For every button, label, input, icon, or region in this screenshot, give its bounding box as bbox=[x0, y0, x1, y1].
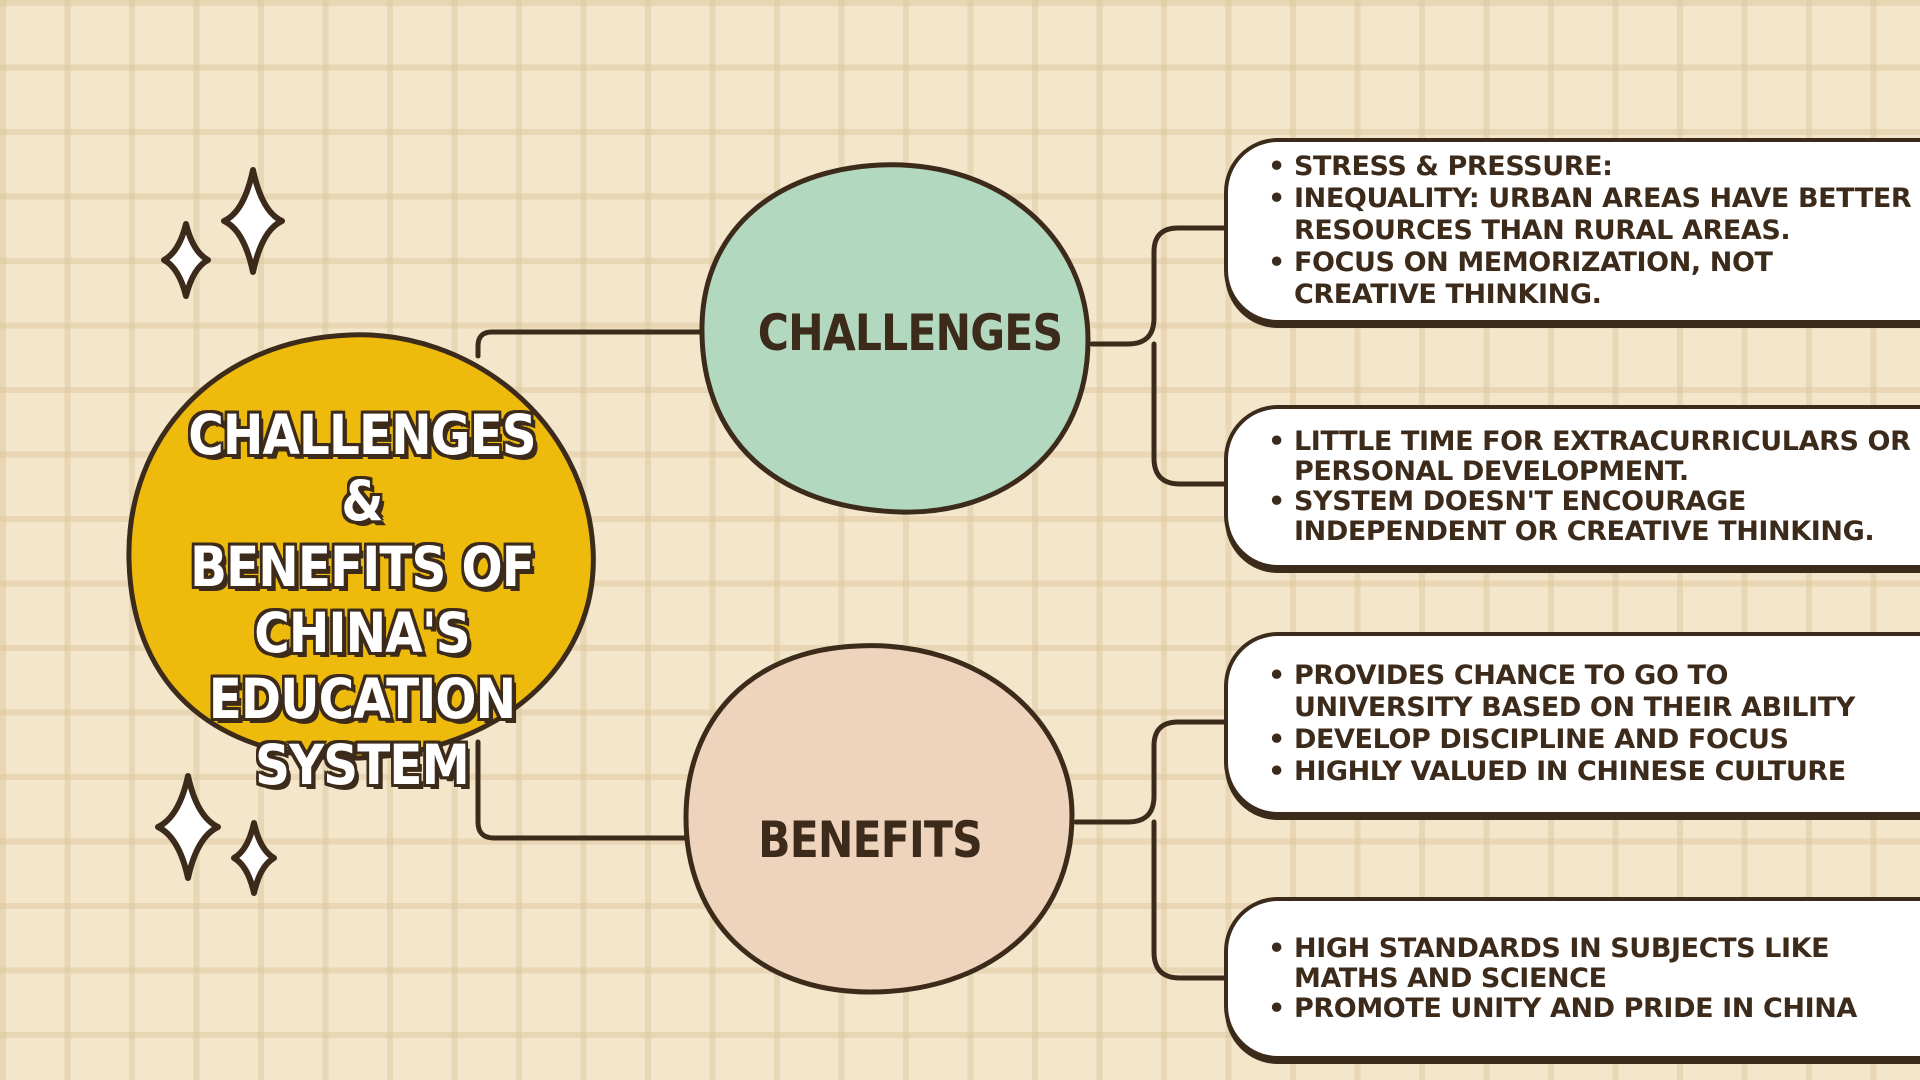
connector-center-to-benefits bbox=[475, 739, 689, 841]
challenges-list-1: Stress & pressure: Inequality: urban are… bbox=[1268, 151, 1914, 311]
list-item: Stress & pressure: bbox=[1268, 151, 1914, 183]
list-item: Promote unity and pride in China bbox=[1268, 993, 1914, 1024]
list-item: System doesn't encourage independent or … bbox=[1268, 487, 1914, 547]
benefits-card-1: Provides chance to go to university base… bbox=[1224, 632, 1920, 816]
challenges-blob bbox=[699, 162, 1091, 515]
center-title-line: Benefits of bbox=[190, 535, 535, 599]
connector-challenges-branch bbox=[1089, 225, 1227, 487]
center-title: Challenges & Benefits of China's Educati… bbox=[175, 402, 548, 798]
benefits-card-2: High standards in subjects like maths an… bbox=[1224, 897, 1920, 1060]
sparkle-icon-small-bottom bbox=[231, 820, 277, 896]
sparkle-icon-small-top bbox=[161, 221, 211, 299]
list-item: Focus on memorization, not creative thin… bbox=[1268, 247, 1914, 311]
sparkle-group-top bbox=[161, 167, 285, 299]
benefits-label: Benefits bbox=[758, 811, 983, 869]
center-title-line: China's bbox=[254, 601, 470, 665]
challenges-card-1: Stress & pressure: Inequality: urban are… bbox=[1224, 138, 1920, 324]
connector-center-to-challenges bbox=[475, 329, 705, 359]
list-item: Provides chance to go to university base… bbox=[1268, 660, 1914, 724]
sparkle-group-bottom bbox=[155, 773, 277, 896]
list-item: High standards in subjects like maths an… bbox=[1268, 933, 1914, 994]
benefits-list-2: High standards in subjects like maths an… bbox=[1268, 933, 1914, 1024]
center-title-line: Education bbox=[208, 667, 516, 731]
connector-benefits-branch bbox=[1073, 719, 1227, 981]
sparkle-icon-large-top bbox=[221, 167, 285, 275]
center-blob bbox=[126, 332, 596, 761]
challenges-label: Challenges bbox=[757, 304, 1063, 362]
list-item: Highly valued in Chinese culture bbox=[1268, 756, 1914, 788]
list-item: Develop discipline and focus bbox=[1268, 724, 1914, 756]
sparkle-icon-large-bottom bbox=[155, 773, 221, 881]
challenges-card-2: Little time for extracurriculars or pers… bbox=[1224, 405, 1920, 569]
list-item: Inequality: urban areas have better reso… bbox=[1268, 183, 1914, 247]
challenges-list-2: Little time for extracurriculars or pers… bbox=[1268, 427, 1914, 547]
list-item: Little time for extracurriculars or pers… bbox=[1268, 427, 1914, 487]
benefits-blob bbox=[683, 643, 1075, 995]
benefits-list-1: Provides chance to go to university base… bbox=[1268, 660, 1914, 788]
center-title-line: Challenges & bbox=[188, 403, 536, 533]
center-title-line: System bbox=[255, 733, 470, 797]
